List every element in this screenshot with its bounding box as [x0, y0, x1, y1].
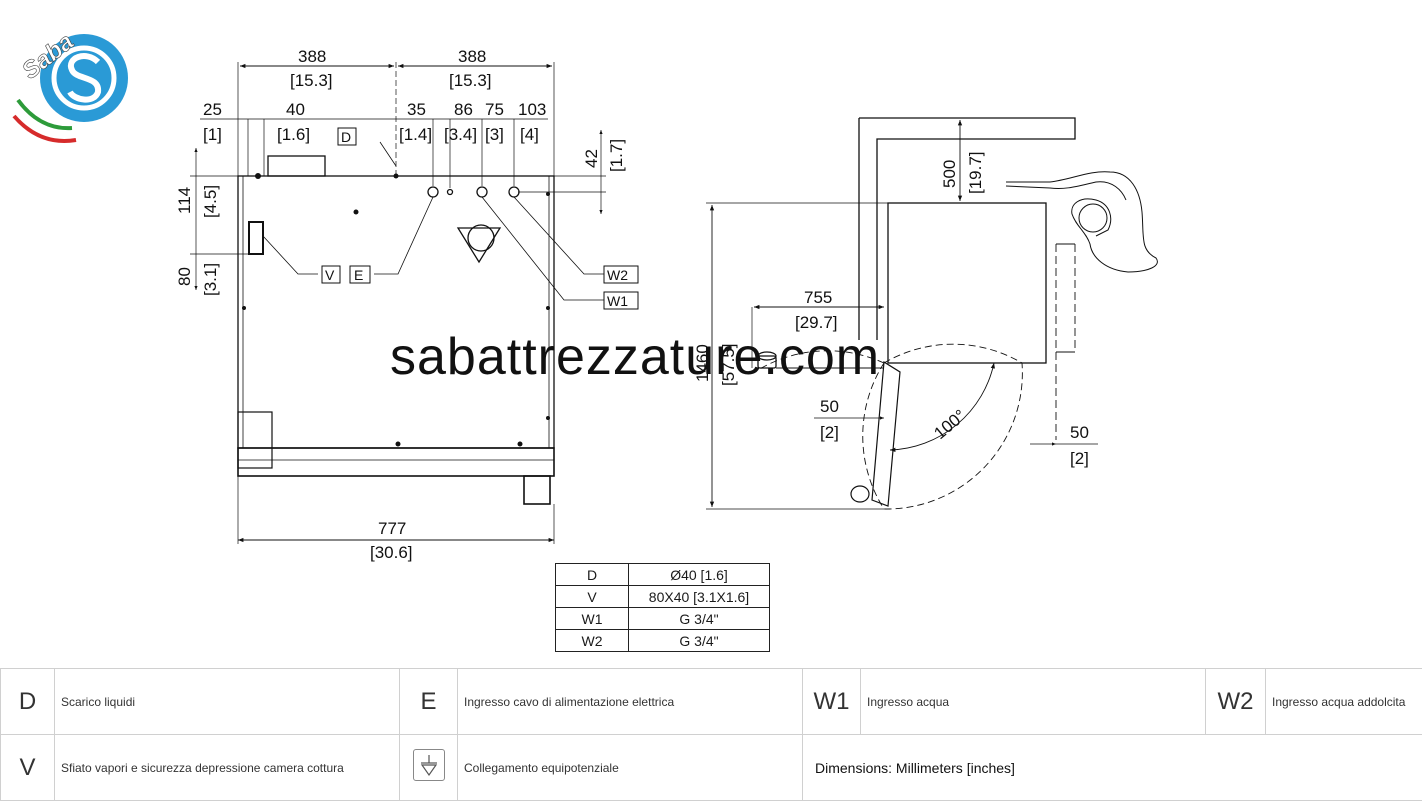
- saba-logo: Saba: [14, 28, 128, 141]
- dim-75-in: [3]: [485, 125, 504, 144]
- table-row: V 80X40 [3.1X1.6]: [556, 586, 770, 608]
- dim-side-gap-mm: 50: [1070, 423, 1089, 442]
- table-row: W1 G 3/4": [556, 608, 770, 630]
- dim-103-mm: 103: [518, 100, 546, 119]
- connection-spec-table: D Ø40 [1.6] V 80X40 [3.1X1.6] W1 G 3/4" …: [555, 563, 770, 652]
- legend-code-d: D: [1, 669, 55, 735]
- dim-25-mm: 25: [203, 100, 222, 119]
- dim-40-in: [1.6]: [277, 125, 310, 144]
- table-row: W2 G 3/4": [556, 630, 770, 652]
- legend-text-e: Ingresso cavo di alimentazione elettrica: [458, 669, 803, 735]
- callout-w1: W1: [607, 293, 628, 309]
- dim-500-in: [19.7]: [966, 151, 985, 194]
- dim-114-mm: 114: [175, 187, 194, 214]
- legend-code-w2: W2: [1206, 669, 1266, 735]
- dim-114-in: [4.5]: [201, 185, 220, 218]
- dim-top-right-mm: 388: [458, 47, 486, 66]
- dim-1460-in: [57.5]: [719, 343, 738, 386]
- dim-1460-mm: 1460: [693, 344, 712, 382]
- dim-40-mm: 40: [286, 100, 305, 119]
- legend-text-w1: Ingresso acqua: [861, 669, 1206, 735]
- top-view: [706, 118, 1157, 509]
- legend-row: D Scarico liquidi E Ingresso cavo di ali…: [1, 669, 1422, 735]
- legend-table: D Scarico liquidi E Ingresso cavo di ali…: [0, 668, 1422, 801]
- angle-label: 100°: [930, 406, 969, 443]
- callout-w2: W2: [607, 267, 628, 283]
- dim-35-mm: 35: [407, 100, 426, 119]
- dim-door-gap-in: [2]: [820, 423, 839, 442]
- ground-symbol-icon: [413, 749, 445, 781]
- spec-code: V: [556, 586, 629, 608]
- dim-top-left-mm: 388: [298, 47, 326, 66]
- dim-42-in: [1.7]: [607, 139, 626, 172]
- legend-code-w1: W1: [803, 669, 861, 735]
- callout-v: V: [325, 267, 335, 283]
- dim-25-in: [1]: [203, 125, 222, 144]
- spec-code: W1: [556, 608, 629, 630]
- legend-code-e: E: [400, 669, 458, 735]
- dim-75-mm: 75: [485, 100, 504, 119]
- legend-row: V Sfiato vapori e sicurezza depressione …: [1, 735, 1422, 801]
- watermark: sabattrezzature.com: [390, 328, 880, 386]
- spec-value: G 3/4": [629, 608, 770, 630]
- dim-top-right-in: [15.3]: [449, 71, 492, 90]
- dim-86-mm: 86: [454, 100, 473, 119]
- dim-42-mm: 42: [582, 149, 601, 168]
- legend-text-ground: Collegamento equipotenziale: [458, 735, 803, 801]
- dim-755-mm: 755: [804, 288, 832, 307]
- legend-ground-cell: [400, 735, 458, 801]
- spec-value: Ø40 [1.6]: [629, 564, 770, 586]
- dim-80-mm: 80: [175, 267, 194, 286]
- dim-80-in: [3.1]: [201, 263, 220, 296]
- legend-text-d: Scarico liquidi: [55, 669, 400, 735]
- table-row: D Ø40 [1.6]: [556, 564, 770, 586]
- dim-777-in: [30.6]: [370, 543, 413, 562]
- dimensions-note: Dimensions: Millimeters [inches]: [803, 735, 1422, 801]
- dim-door-gap-mm: 50: [820, 397, 839, 416]
- callout-e: E: [354, 267, 363, 283]
- legend-text-w2: Ingresso acqua addolcita: [1266, 669, 1422, 735]
- legend-text-v: Sfiato vapori e sicurezza depressione ca…: [55, 735, 400, 801]
- top-view-labels: 500 [19.7] 1460 [57.5] 755 [29.7] 50 [2]…: [693, 151, 1089, 468]
- dim-35-in: [1.4]: [399, 125, 432, 144]
- dim-755-in: [29.7]: [795, 313, 838, 332]
- dim-86-in: [3.4]: [444, 125, 477, 144]
- dim-500-mm: 500: [940, 160, 959, 188]
- spec-value: 80X40 [3.1X1.6]: [629, 586, 770, 608]
- dim-777-mm: 777: [378, 519, 406, 538]
- dim-side-gap-in: [2]: [1070, 449, 1089, 468]
- legend-code-v: V: [1, 735, 55, 801]
- spec-code: W2: [556, 630, 629, 652]
- spec-value: G 3/4": [629, 630, 770, 652]
- dim-top-left-in: [15.3]: [290, 71, 333, 90]
- callout-d: D: [341, 129, 351, 145]
- spec-code: D: [556, 564, 629, 586]
- dim-103-in: [4]: [520, 125, 539, 144]
